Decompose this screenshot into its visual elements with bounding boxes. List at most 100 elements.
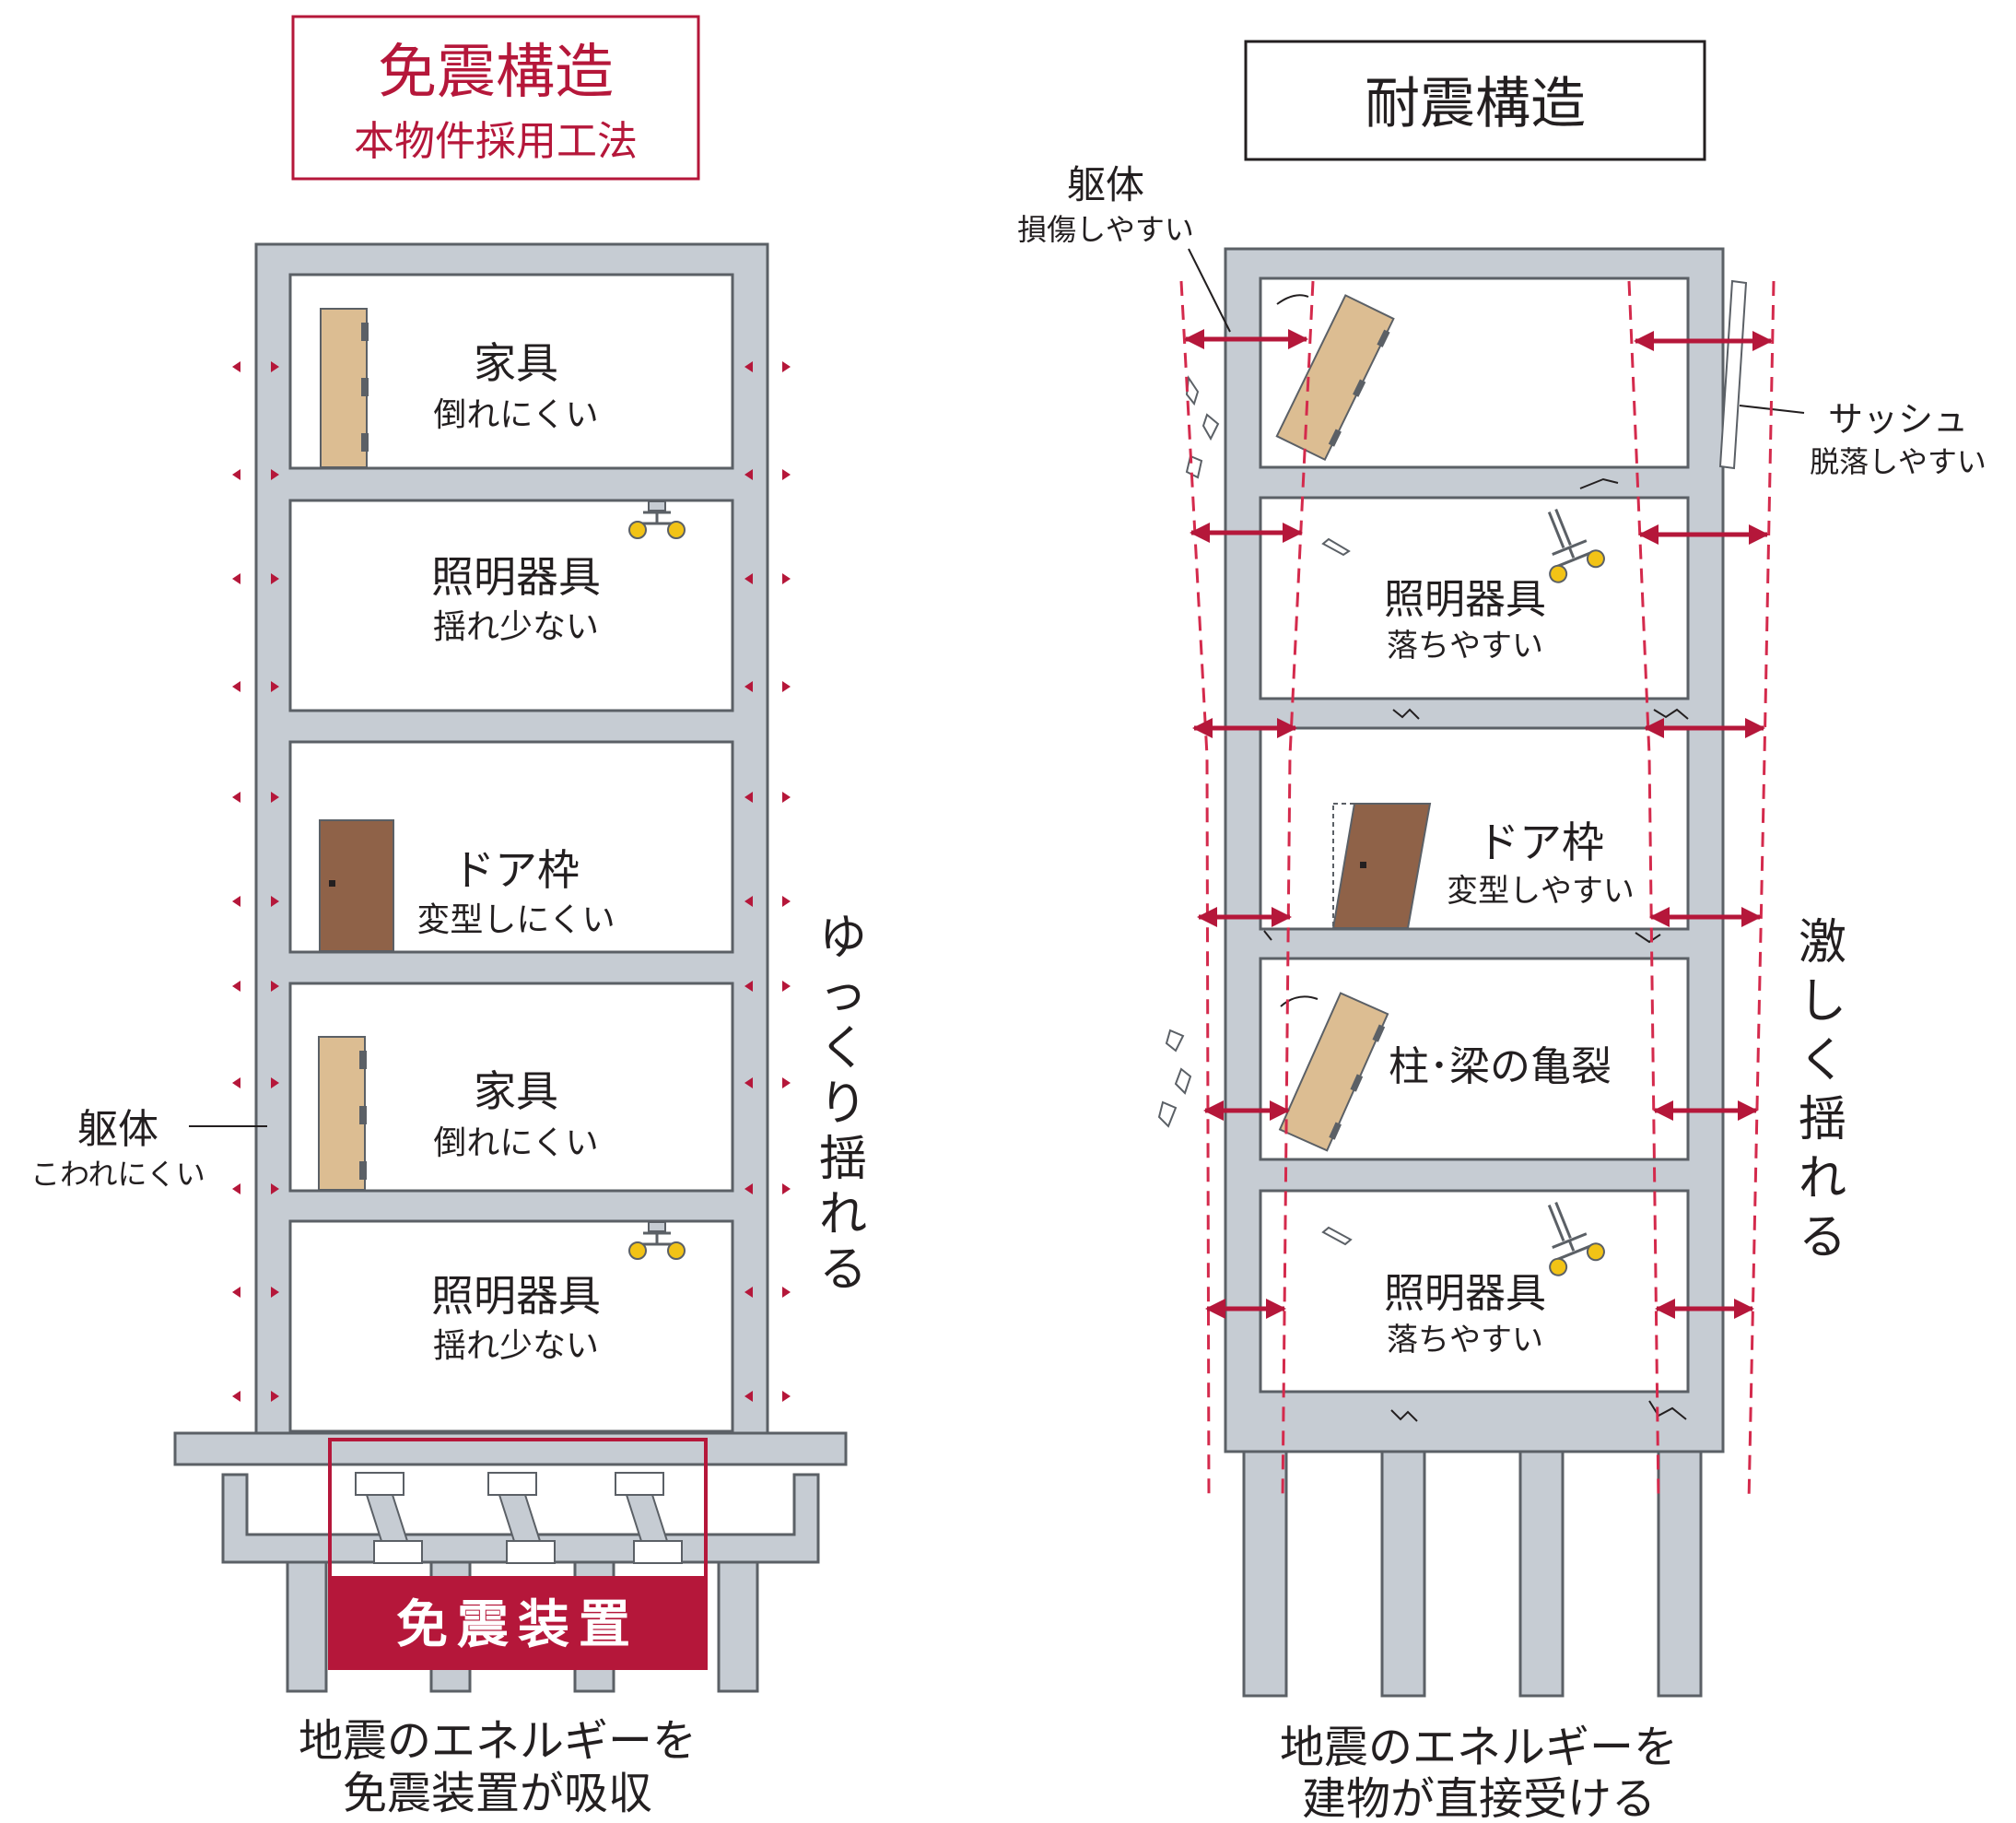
isolator-icon [615,1472,683,1564]
left-room-1-name: 家具 [474,338,558,388]
sway-arrowhead [232,896,240,907]
left-room-4-note: 倒れにくい [433,1124,598,1162]
right-room-2 [1259,496,1690,700]
left-subtitle: 本物件採用工法 [354,118,638,165]
right-room-2-name: 照明器具 [1384,576,1546,623]
right-room-3-note: 変型しやすい [1447,873,1635,910]
right-frame-note: 損傷しやすい [1017,212,1194,247]
right-sway-label: 激しく揺れる [1799,915,1846,1265]
sash-note: 脱落しやすい [1810,444,1987,479]
sway-arrowhead [782,981,791,992]
sway-arrowhead [232,1183,240,1194]
isolation-device-label: 免震装置 [396,1595,639,1655]
furniture-icon [320,308,369,468]
sway-arrowhead [782,896,791,907]
lamp-icon [628,1221,686,1260]
debris-icon [1157,375,1353,1246]
right-room-3 [1259,726,1690,931]
door-icon [319,819,394,952]
left-room-1-note: 倒れにくい [433,396,598,434]
sway-arrowhead [744,681,753,692]
sway-arrowhead [744,981,753,992]
crack-icon [1263,294,1689,1422]
left-room-4-name: 家具 [474,1066,558,1116]
earthquake-resistant-structure: 耐震構造 [1017,40,1987,1823]
sway-arrowhead [271,981,279,992]
right-room-5 [1259,1189,1690,1394]
left-room-5-name: 照明器具 [431,1271,601,1321]
left-room-3-name: ドア枠 [452,845,580,895]
right-pile [1657,1450,1703,1698]
left-room-2-name: 照明器具 [431,552,601,602]
left-room-5-note: 揺れ少ない [433,1327,599,1365]
sway-arrowhead [744,1077,753,1088]
sway-arrowhead [782,1183,791,1194]
isolator-icon [487,1472,556,1564]
left-sway-arrows [232,361,791,1402]
sway-arrowhead [271,361,279,372]
lamp-icon [1547,508,1605,583]
right-pile [1242,1450,1288,1698]
sway-arrowhead [232,1391,240,1402]
right-pile [1380,1450,1426,1698]
furniture-icon [1275,294,1395,462]
lamp-icon [1547,1201,1605,1276]
sway-arrowhead [232,1077,240,1088]
sash-icon [1718,279,1805,470]
left-room-2-note: 揺れ少ない [433,608,599,646]
sway-arrowhead [271,469,279,480]
sway-arrowhead [744,1391,753,1402]
sway-arrowhead [744,896,753,907]
left-frame-label: 躯体 [77,1106,158,1153]
sway-arrowhead [271,1183,279,1194]
furniture-icon [318,1036,367,1191]
sway-arrowhead [744,469,753,480]
sway-arrowhead [232,792,240,803]
right-frame-leader [1188,248,1231,333]
sway-arrowhead [744,1287,753,1298]
right-title-box [1244,40,1706,161]
sway-arrowhead [782,361,791,372]
right-caption-line1: 地震のエネルギーを [1280,1722,1678,1773]
sway-arrowhead [232,361,240,372]
sway-arrowhead [232,681,240,692]
right-room-5-note: 落ちやすい [1387,1322,1543,1358]
right-caption-line2: 建物が直接受ける [1302,1773,1656,1823]
sway-arrowhead [744,573,753,584]
sway-arrowhead [271,896,279,907]
sway-arrowhead [744,361,753,372]
sway-arrowhead [782,573,791,584]
right-frame-label: 躯体 [1067,162,1144,207]
sway-arrowhead [782,681,791,692]
door-icon [1331,803,1432,929]
left-caption-line1: 地震のエネルギーを [299,1715,697,1767]
right-pile [1518,1450,1565,1698]
lamp-icon [628,500,686,539]
right-room-5-name: 照明器具 [1384,1270,1546,1317]
sway-arrowhead [744,1183,753,1194]
isolation-device-banner [328,1576,708,1670]
left-caption-line2: 免震装置が吸収 [343,1768,652,1819]
sway-arrowhead [744,792,753,803]
left-sway-label: ゆっくり揺れる [819,911,867,1298]
right-title: 耐震構造 [1365,72,1586,136]
sway-arrowhead [232,1287,240,1298]
sway-arrowhead [782,1077,791,1088]
sway-arrowhead [271,1077,279,1088]
isolator-icon [355,1472,423,1564]
left-room-3-note: 変型しにくい [416,901,615,939]
sway-arrowhead [782,1391,791,1402]
sway-arrowhead [232,469,240,480]
sway-lines [1179,280,1776,1503]
sway-arrowhead [782,469,791,480]
left-title: 免震構造 [378,39,614,107]
right-room-4-name: 柱･梁の亀裂 [1389,1043,1612,1090]
sway-arrowhead [782,792,791,803]
right-sway-arrows [1184,329,1773,1319]
sway-arrowhead [271,681,279,692]
sway-arrowhead [271,792,279,803]
furniture-icon [1278,992,1389,1152]
left-pile [286,1560,328,1693]
sway-arrowhead [271,1391,279,1402]
